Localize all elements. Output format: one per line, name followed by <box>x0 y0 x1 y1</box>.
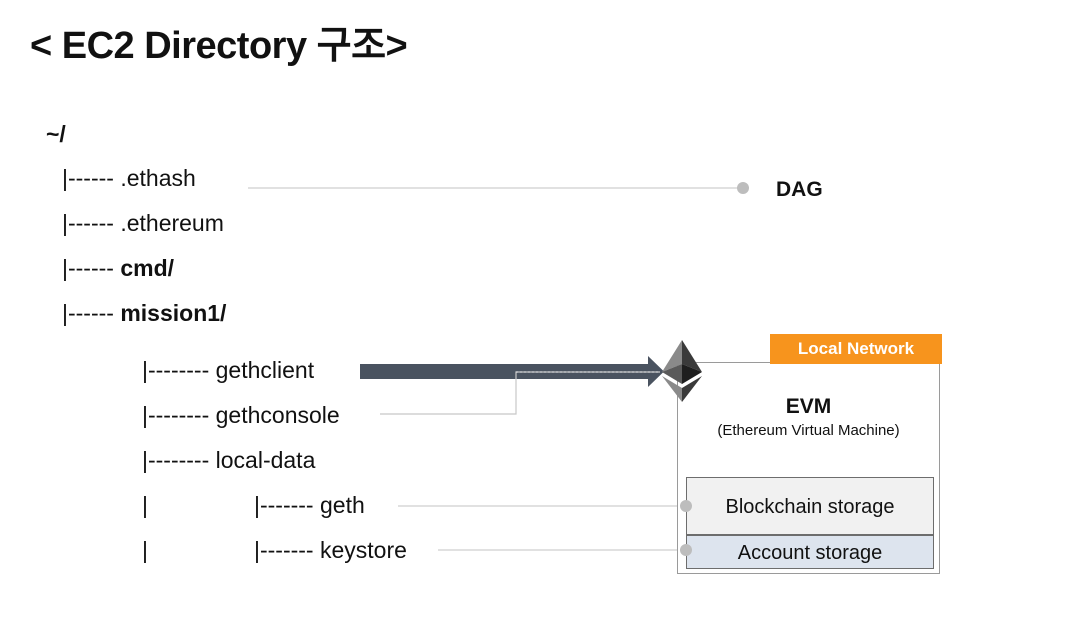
tree-name: cmd/ <box>120 255 175 281</box>
tree-item-gethclient: |-------- gethclient <box>142 356 314 384</box>
tree-name: keystore <box>319 537 407 563</box>
tree-item-geth: |------- geth <box>254 491 365 519</box>
tree-prefix: |------- <box>254 492 320 518</box>
gethclient-arrow-shaft <box>360 364 648 379</box>
tree-item-ethereum: |------ .ethereum <box>62 209 224 237</box>
tree-prefix: |------ <box>62 255 121 281</box>
dag-label: DAG <box>776 178 823 201</box>
tree-item-mission1: |------ mission1/ <box>62 299 226 327</box>
page-title: < EC2 Directory 구조> <box>30 25 408 67</box>
tree-item-keystore: |------- keystore <box>254 536 407 564</box>
tree-prefix: |------- <box>254 537 320 563</box>
tree-name: mission1/ <box>120 300 227 326</box>
tree-name: .ethereum <box>120 210 224 236</box>
tree-item-gethconsole: |-------- gethconsole <box>142 401 340 429</box>
tree-pipe: | <box>142 492 148 518</box>
dag-dot <box>737 182 749 194</box>
tree-root: ~/ <box>46 121 66 147</box>
tree-name: geth <box>319 492 365 518</box>
tree-prefix: |------ <box>62 165 121 191</box>
tree-name: gethconsole <box>215 402 340 428</box>
tree-name: .ethash <box>120 165 196 191</box>
tree-prefix: |------ <box>62 210 121 236</box>
evm-title: EVM <box>785 395 832 418</box>
account-storage-box: Account storage <box>686 535 934 569</box>
blockchain-storage-box: Blockchain storage <box>686 477 934 535</box>
evm-subtitle: (Ethereum Virtual Machine) <box>717 422 900 439</box>
tree-prefix: |-------- <box>142 447 216 473</box>
tree-item-cmd: |------ cmd/ <box>62 254 174 282</box>
tree-pipe: | <box>142 537 148 563</box>
tree-prefix: |-------- <box>142 402 216 428</box>
tree-item-local-data: |-------- local-data <box>142 446 315 474</box>
tree-name: local-data <box>215 447 316 473</box>
tree-prefix: |-------- <box>142 357 216 383</box>
ethereum-logo-icon <box>662 340 702 402</box>
local-network-badge: Local Network <box>770 334 942 364</box>
tree-item-ethash: |------ .ethash <box>62 164 196 192</box>
tree-prefix: |------ <box>62 300 121 326</box>
tree-name: gethclient <box>215 357 315 383</box>
